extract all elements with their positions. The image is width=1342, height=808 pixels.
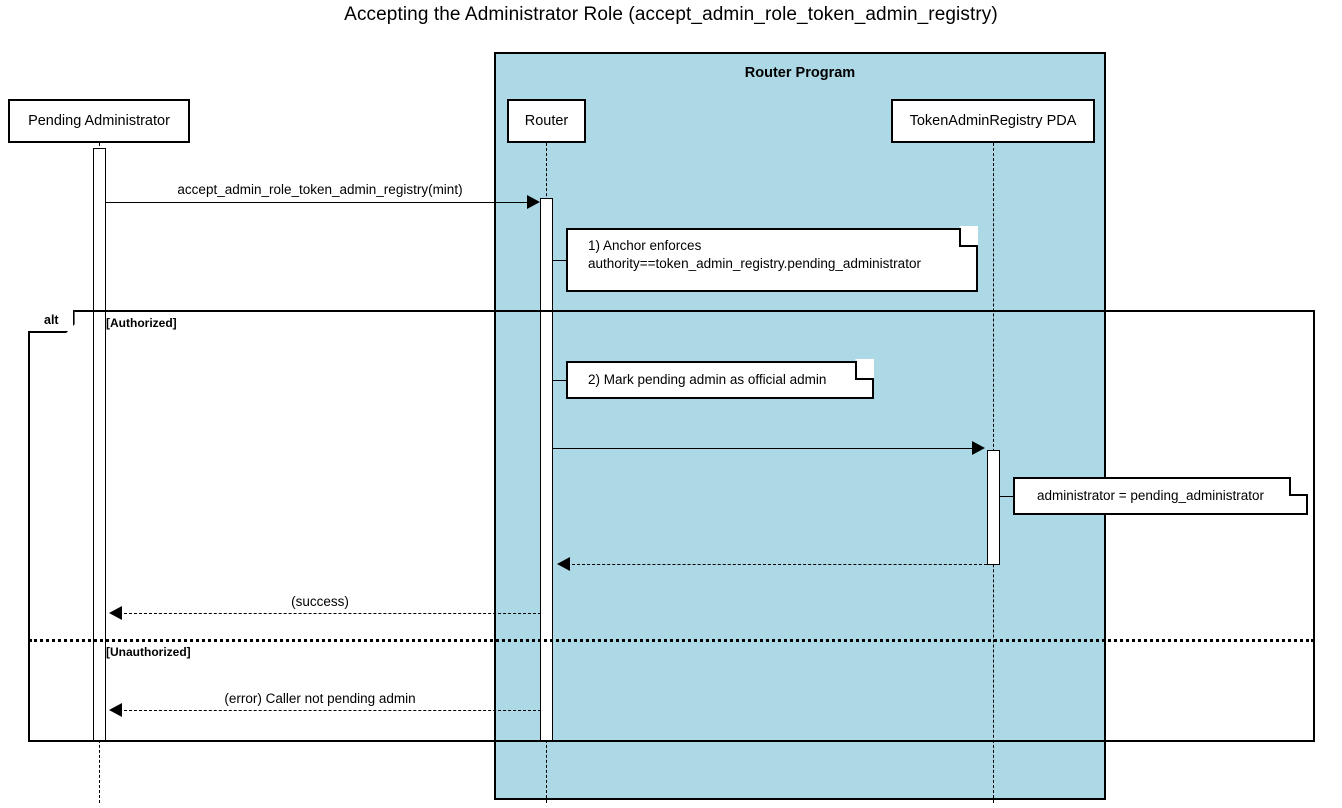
arrow-head-accept-admin-role bbox=[527, 195, 540, 209]
participant-label-token-admin-registry-pda: TokenAdminRegistry PDA bbox=[909, 113, 1077, 129]
fragment-guard-authorized: [Authorized] bbox=[106, 316, 177, 330]
note-anchor-enforces: 1) Anchor enforces authority==token_admi… bbox=[566, 226, 978, 292]
message-line-accept-admin-role bbox=[106, 202, 528, 203]
activation-bar-token-admin-registry-pda bbox=[987, 450, 1000, 565]
note-stem-3 bbox=[1000, 496, 1014, 497]
group-box-router-program: Router Program bbox=[494, 52, 1106, 800]
participant-label-router: Router bbox=[524, 113, 569, 129]
note-fold-corner-icon bbox=[1289, 475, 1308, 496]
fragment-divider bbox=[29, 639, 1314, 642]
page-title: Accepting the Administrator Role (accept… bbox=[344, 4, 998, 25]
participant-label-pending-administrator: Pending Administrator bbox=[28, 113, 170, 129]
participant-pending-administrator: Pending Administrator bbox=[8, 99, 190, 143]
note-line-1: 2) Mark pending admin as official admin bbox=[588, 372, 827, 387]
note-line-1: administrator = pending_administrator bbox=[1037, 488, 1264, 503]
note-administrator-assignment: administrator = pending_administrator bbox=[1013, 475, 1308, 515]
note-line-2: authority==token_admin_registry.pending_… bbox=[588, 255, 921, 271]
participant-token-admin-registry-pda: TokenAdminRegistry PDA bbox=[891, 99, 1095, 143]
message-line-error bbox=[124, 710, 541, 711]
combined-fragment-alt bbox=[28, 310, 1315, 742]
message-line-success bbox=[124, 613, 541, 614]
note-mark-pending-admin: 2) Mark pending admin as official admin bbox=[566, 359, 874, 399]
message-line-update-registry bbox=[553, 448, 973, 449]
message-label-accept-admin-role: accept_admin_role_token_admin_registry(m… bbox=[177, 182, 463, 197]
note-line-1: 1) Anchor enforces bbox=[588, 238, 702, 253]
note-fold-corner-icon bbox=[855, 359, 874, 380]
arrow-head-registry-return bbox=[557, 557, 570, 571]
fragment-guard-unauthorized: [Unauthorized] bbox=[106, 645, 191, 659]
message-line-registry-return bbox=[572, 564, 987, 565]
participant-router: Router bbox=[507, 99, 586, 143]
arrow-head-success bbox=[109, 606, 122, 620]
group-label-router-program: Router Program bbox=[744, 65, 856, 81]
message-label-error: (error) Caller not pending admin bbox=[224, 691, 416, 706]
message-label-success: (success) bbox=[291, 594, 349, 609]
note-stem-2 bbox=[553, 380, 568, 381]
arrow-head-update-registry bbox=[972, 441, 985, 455]
note-fold-corner-icon bbox=[959, 226, 978, 247]
note-stem-1 bbox=[553, 260, 568, 261]
fragment-operator-tag: alt bbox=[28, 310, 75, 333]
arrow-head-error bbox=[109, 703, 122, 717]
